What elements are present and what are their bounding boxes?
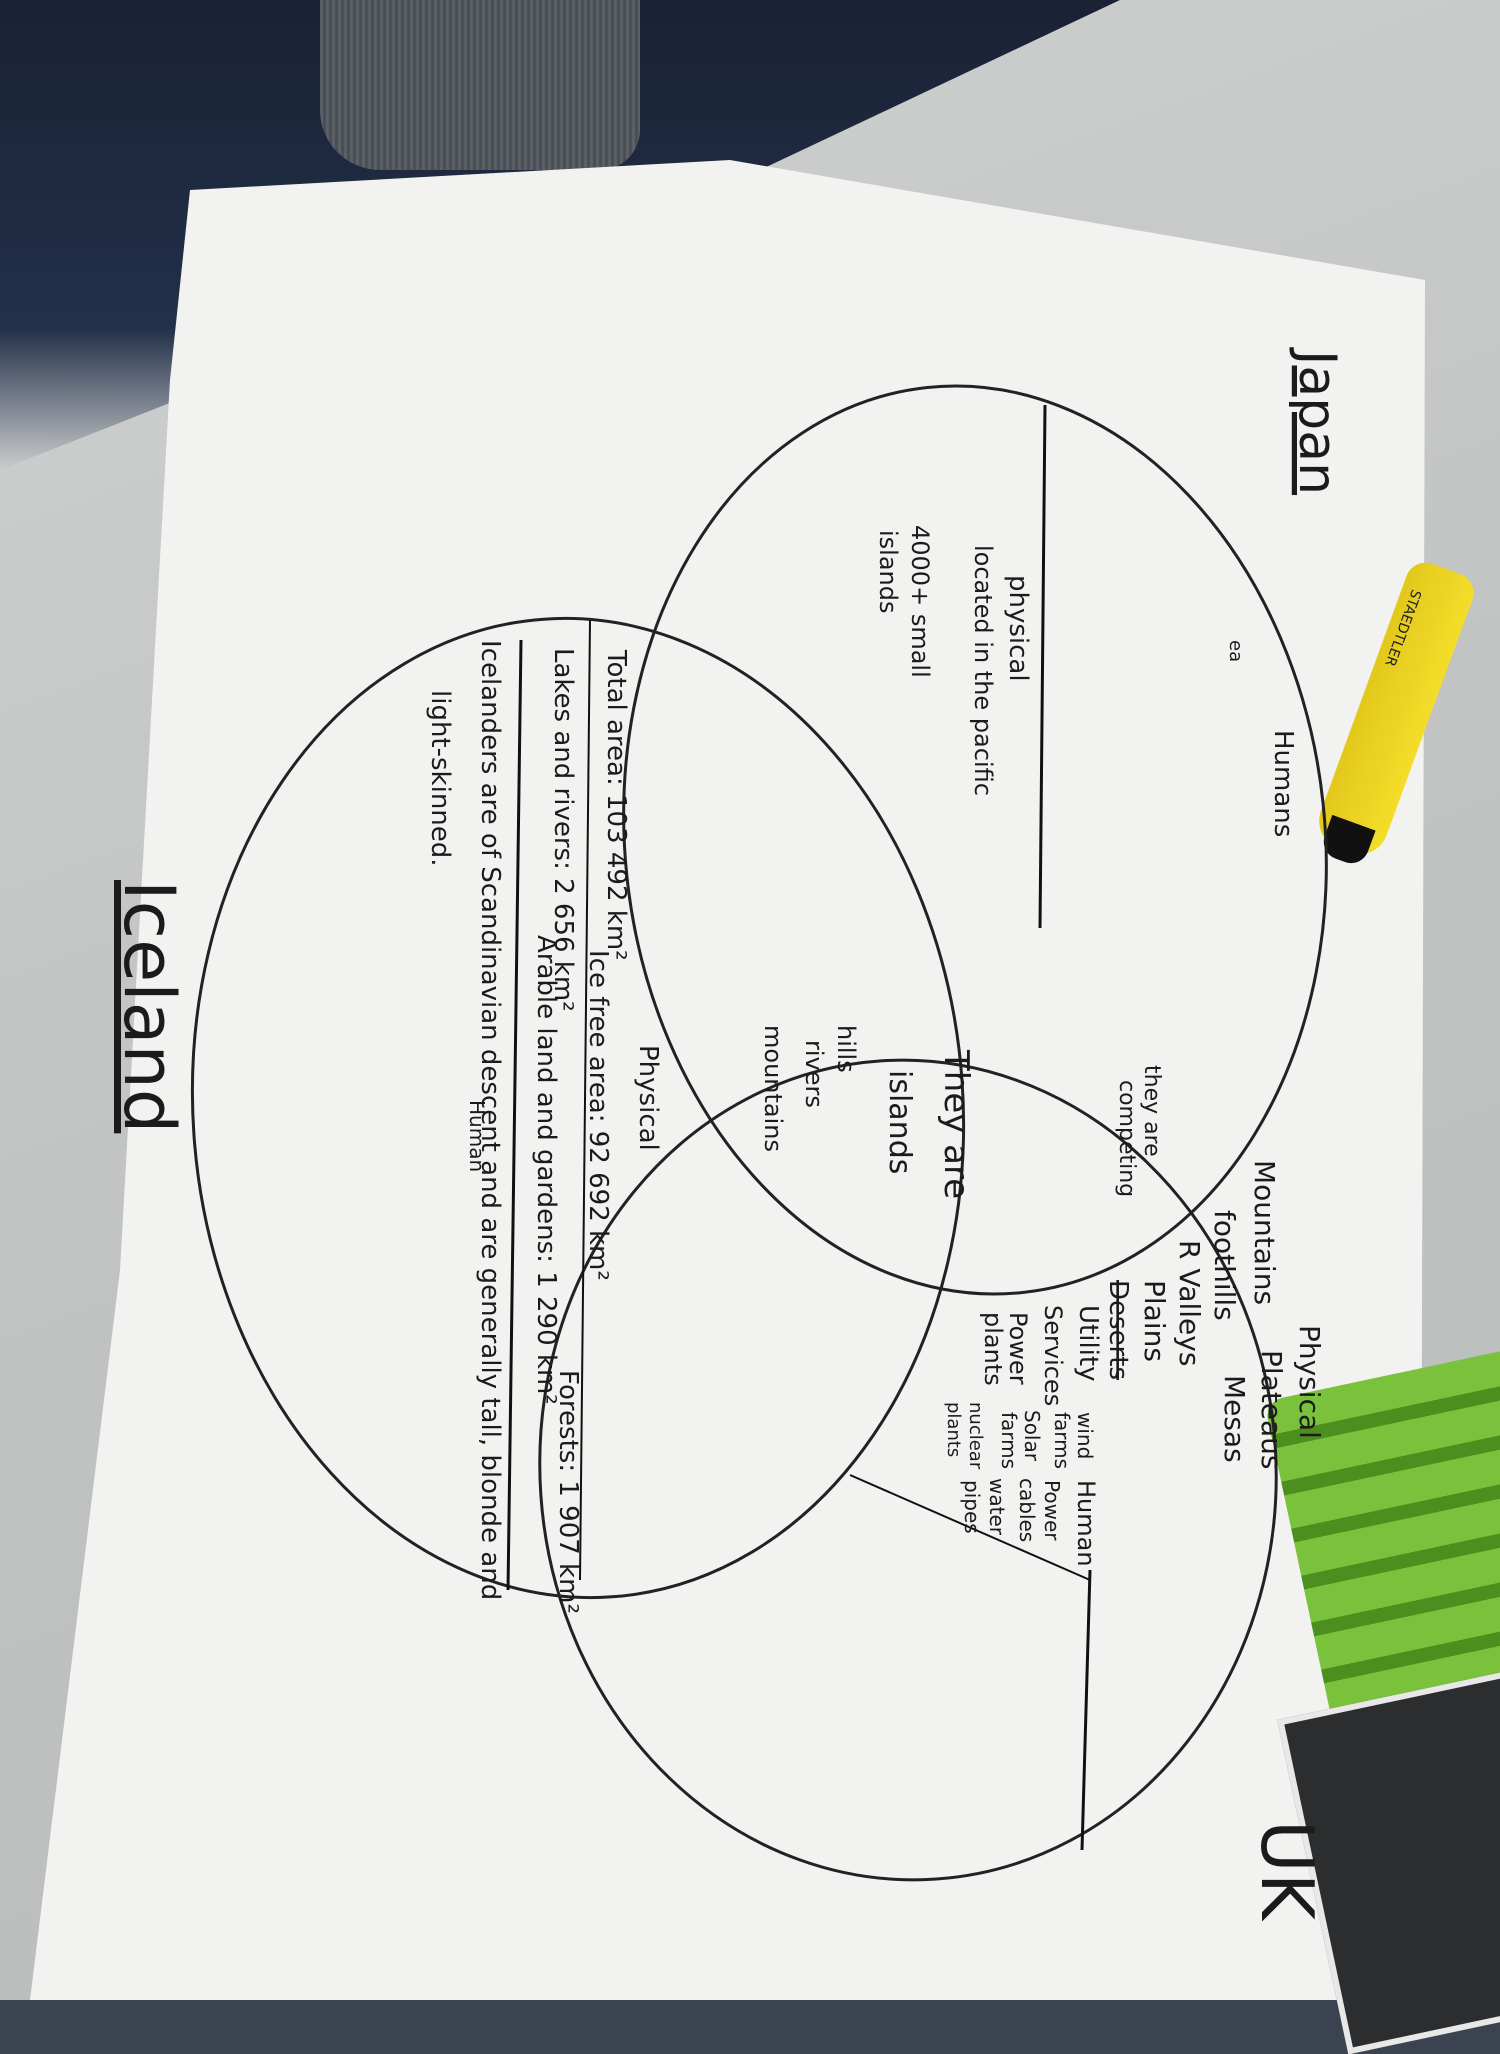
iceland-row1: Total area: 103 492 km² [601, 649, 631, 961]
uk-physical-label: Physical [1293, 1325, 1326, 1439]
label-uk: UK [1245, 1820, 1329, 1922]
uk-col2: wind farms Solar farms nuclear plants [943, 1402, 1097, 1470]
uk-col3-item: pipes [960, 1480, 984, 1534]
uk-col2-item: farms [997, 1412, 1021, 1469]
uk-col1-item: Services [1039, 1305, 1067, 1406]
centre-line1: They are [936, 1049, 976, 1199]
japan-physical: physical [1003, 575, 1033, 682]
uk-physical-item: Plains [1138, 1280, 1171, 1362]
uk-human-label: Human [1072, 1480, 1100, 1567]
uk-col1: Utility Services Power plants [979, 1305, 1103, 1406]
uk-col2-item: Solar [1020, 1410, 1044, 1462]
uk-physical-item: foothills [1208, 1210, 1241, 1321]
japan-humans: Humans [1268, 730, 1298, 837]
uk-human-divider [849, 1474, 1091, 1581]
iceland-row1b: Ice free area: 92 692 km² [583, 950, 613, 1281]
uk-col1-item: Utility [1073, 1305, 1103, 1381]
japan-line3: islands [874, 530, 902, 614]
uk-physical-item: Deserts [1103, 1280, 1133, 1380]
uk-col3: Power cables water pipes [960, 1478, 1064, 1542]
japan-uk-line2: competing [1114, 1080, 1139, 1197]
uk-col3-item: Power [1040, 1480, 1064, 1541]
uk-physical-item: R Valleys [1173, 1240, 1206, 1366]
uk-col3-item: water [985, 1478, 1009, 1536]
iceland-divider-2 [579, 619, 591, 1581]
uk-divider [1080, 1569, 1092, 1851]
uk-col2-item: farms [1050, 1412, 1074, 1469]
label-iceland: Iceland [108, 880, 190, 1133]
uk-physical-items: Mountains foothills R Valleys Plains Des… [1103, 1160, 1288, 1470]
japan-divider [1038, 404, 1047, 929]
iceland-row2b: Arable land and gardens: 1 290 km² [531, 935, 561, 1405]
uk-col2-item: nuclear [965, 1402, 986, 1470]
uk-col2-item: wind [1073, 1412, 1097, 1459]
uk-physical-item: Mountains [1248, 1160, 1281, 1305]
japan-uk-line1: they are [1139, 1065, 1164, 1157]
venn-diagram: Japan Iceland UK Humans ea physical loca… [108, 347, 1347, 1922]
centre-line4: rivers [800, 1040, 828, 1108]
japan-line1: located in the pacific [969, 545, 997, 796]
iceland-physical-label: Physical [633, 1045, 663, 1151]
iceland-divider-1 [506, 639, 523, 1591]
uk-col1-item: Power [1004, 1312, 1032, 1385]
centre-line5: mountains [759, 1025, 787, 1152]
uk-circle [538, 1058, 1278, 1882]
iceland-row4: light-skinned. [425, 690, 455, 867]
label-japan: Japan [1287, 347, 1347, 495]
iceland-row3: Icelanders are of Scandinavian descent a… [475, 640, 505, 1600]
poster-paper [30, 160, 1425, 2000]
uk-physical-item: Mesas [1218, 1375, 1251, 1463]
iceland-row2: Lakes and rivers: 2 656 km² [548, 648, 578, 1012]
uk-col3-item: cables [1015, 1478, 1039, 1542]
uk-physical-item: Plateaus [1255, 1350, 1288, 1470]
uk-col2-item: plants [943, 1402, 964, 1457]
iceland-human-label: Human [465, 1100, 489, 1172]
uk-col1-item: plants [979, 1312, 1007, 1386]
iceland-forests: Forests: 1 907 km² [553, 1370, 583, 1614]
iceland-circle [190, 616, 966, 1600]
japan-humans-sub: ea [1225, 640, 1246, 662]
japan-circle [622, 384, 1328, 1296]
centre-line3: hills [832, 1025, 860, 1073]
centre-line2: islands [882, 1070, 917, 1174]
sleeve [320, 0, 640, 170]
japan-line2: 4000+ small [906, 525, 934, 678]
